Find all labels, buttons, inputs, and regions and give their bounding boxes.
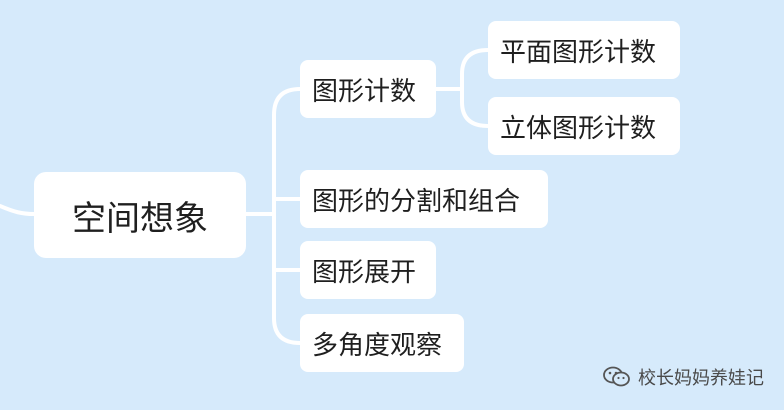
- branch-label: 图形展开: [312, 257, 417, 288]
- root-node[interactable]: 空间想象: [34, 172, 246, 258]
- watermark-text: 校长妈妈养娃记: [638, 368, 764, 389]
- branch-label: 多角度观察: [312, 330, 443, 361]
- branch-node-split-combine[interactable]: 图形的分割和组合: [300, 170, 548, 228]
- leaf-node-plane-count[interactable]: 平面图形计数: [488, 21, 680, 79]
- branch-node-figure-count[interactable]: 图形计数: [300, 60, 436, 118]
- leaf-label: 立体图形计数: [500, 113, 657, 144]
- branch-node-multi-angle[interactable]: 多角度观察: [300, 314, 464, 372]
- leaf-node-solid-count[interactable]: 立体图形计数: [488, 97, 680, 155]
- link-count-children: [460, 48, 490, 128]
- wechat-icon: [603, 366, 630, 387]
- branch-node-unfold[interactable]: 图形展开: [300, 241, 436, 299]
- watermark: 校长妈妈养娃记: [602, 364, 764, 390]
- branch-label: 图形的分割和组合: [312, 186, 521, 217]
- link-trunk: [272, 87, 302, 345]
- root-label: 空间想象: [72, 198, 208, 239]
- branch-label: 图形计数: [312, 76, 417, 107]
- leaf-label: 平面图形计数: [500, 37, 657, 68]
- link-parent-root: [0, 204, 36, 216]
